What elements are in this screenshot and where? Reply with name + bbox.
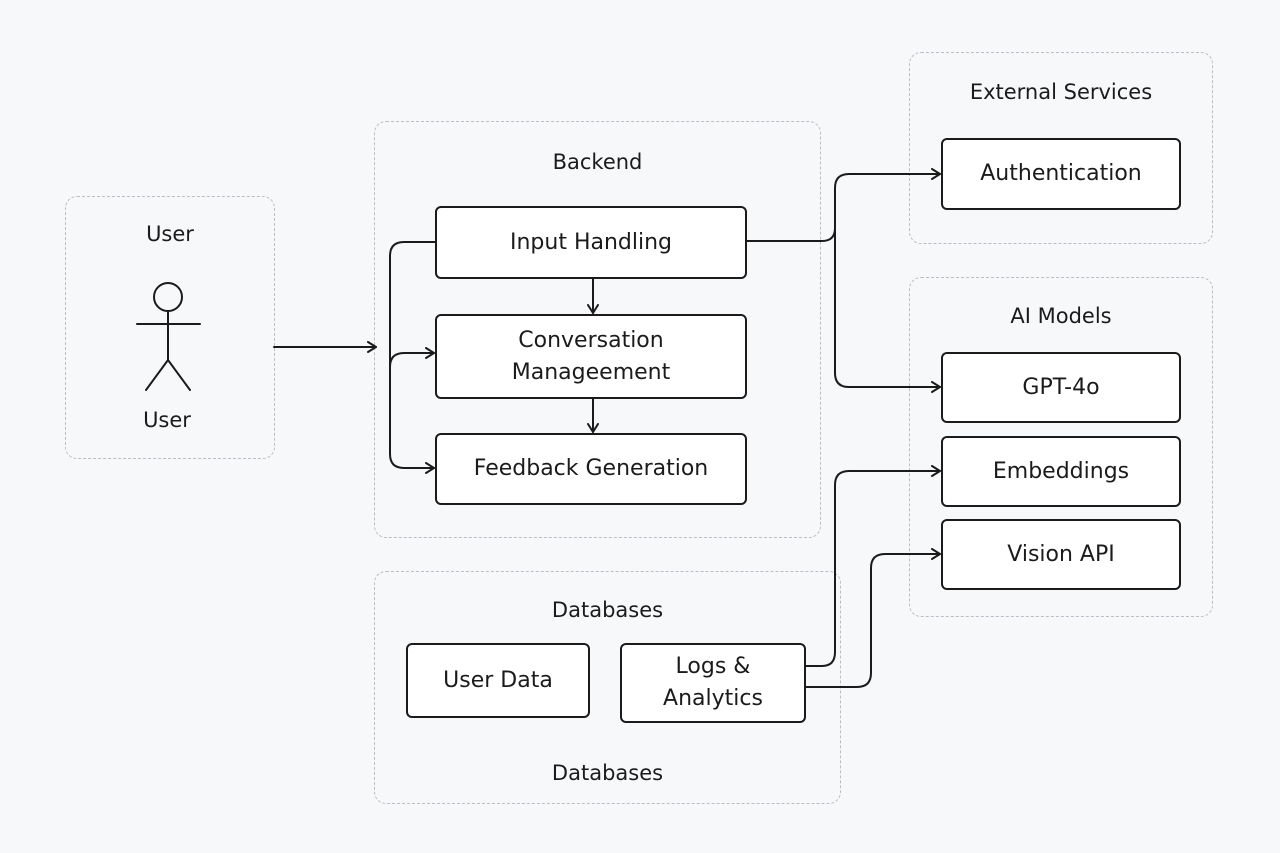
ai-models-group-title: AI Models xyxy=(1010,304,1112,328)
logs-analytics-node[interactable]: Logs & Analytics xyxy=(620,643,806,723)
external-services-group-title: External Services xyxy=(969,80,1153,104)
stick-figure-icon xyxy=(136,282,201,391)
authentication-node[interactable]: Authentication xyxy=(941,138,1181,210)
ai-models-group: AI Models xyxy=(909,277,1213,617)
input-handling-node[interactable]: Input Handling xyxy=(435,206,747,279)
external-services-group: External Services xyxy=(909,52,1213,244)
gpt4o-node[interactable]: GPT-4o xyxy=(941,352,1181,423)
conversation-management-node[interactable]: Conversation Manageement xyxy=(435,314,747,399)
actor-right-leg xyxy=(167,359,191,391)
backend-group-title: Backend xyxy=(552,150,643,174)
vision-api-node[interactable]: Vision API xyxy=(941,519,1181,590)
databases-group: Databases Databases xyxy=(374,571,841,804)
user-data-node[interactable]: User Data xyxy=(406,643,590,718)
feedback-generation-node[interactable]: Feedback Generation xyxy=(435,433,747,505)
actor-left-leg xyxy=(145,359,169,391)
actor-label: User xyxy=(143,408,191,432)
user-group: User xyxy=(65,196,275,459)
databases-group-footer: Databases xyxy=(551,761,664,785)
user-group-title: User xyxy=(146,222,194,246)
actor-head xyxy=(153,282,183,312)
databases-group-title: Databases xyxy=(551,598,664,622)
backend-group: Backend xyxy=(374,121,821,538)
embeddings-node[interactable]: Embeddings xyxy=(941,436,1181,507)
